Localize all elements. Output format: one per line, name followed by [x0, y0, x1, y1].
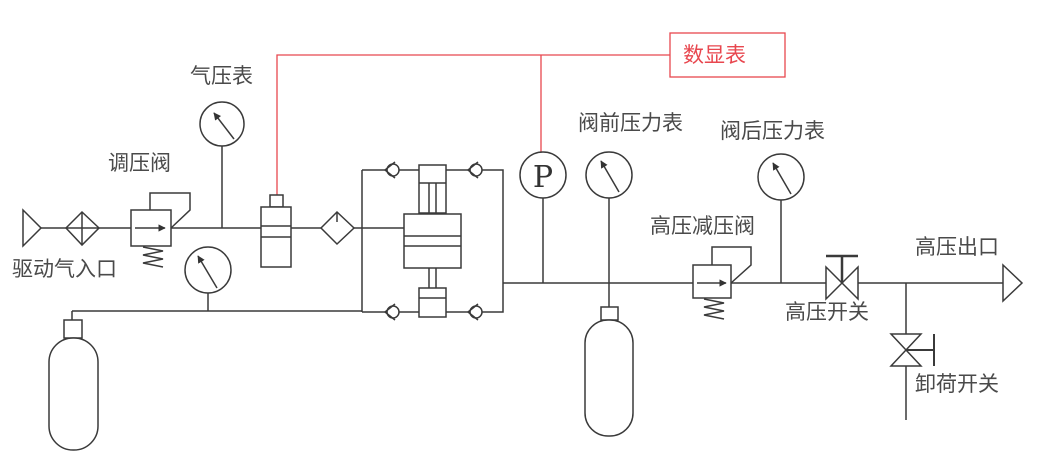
drive-pipes	[41, 146, 404, 320]
outlet-arrow-icon	[1002, 263, 1024, 303]
post-valve-gauge-icon	[757, 153, 805, 201]
pre-valve-gauge-icon	[585, 151, 633, 199]
hp-reducing-valve-icon	[692, 246, 752, 320]
air-gauge-label: 气压表	[190, 64, 253, 88]
hp-outlet-label: 高压出口	[915, 235, 999, 259]
unload-switch-label: 卸荷开关	[915, 372, 999, 396]
check-valve-icons	[383, 161, 483, 321]
filter-icon	[319, 210, 356, 246]
post-valve-gauge-label: 阀后压力表	[720, 119, 825, 143]
drive-gauge-icon	[184, 246, 232, 294]
booster-pump-icon	[362, 161, 1003, 321]
display-meter-label: 数显表	[683, 43, 746, 67]
hp-switch-valve-icon[interactable]	[825, 254, 859, 301]
svg-text:P: P	[533, 160, 553, 195]
hp-switch-label: 高压开关	[785, 300, 869, 324]
signal-lines	[276, 32, 786, 195]
display-meter-box	[669, 32, 786, 78]
regulator-label: 调压阀	[108, 151, 171, 175]
pressure-transmitter-icon: P	[519, 151, 567, 199]
hp-reducer-label: 高压减压阀	[650, 214, 755, 238]
pre-valve-gauge-label: 阀前压力表	[578, 111, 683, 135]
unload-switch-valve-icon[interactable]	[889, 333, 935, 367]
inlet-triangle-icon	[22, 208, 43, 248]
hp-pipes	[542, 198, 907, 420]
air-pressure-gauge-icon	[199, 101, 245, 147]
air-filter-icon	[64, 210, 101, 247]
air-cylinder-icon	[48, 319, 99, 451]
hp-cylinder-icon	[584, 306, 634, 437]
regulator-valve-icon	[130, 192, 191, 268]
drive-inlet-label: 驱动气入口	[12, 257, 117, 281]
pressure-sensor-icon	[260, 194, 292, 268]
